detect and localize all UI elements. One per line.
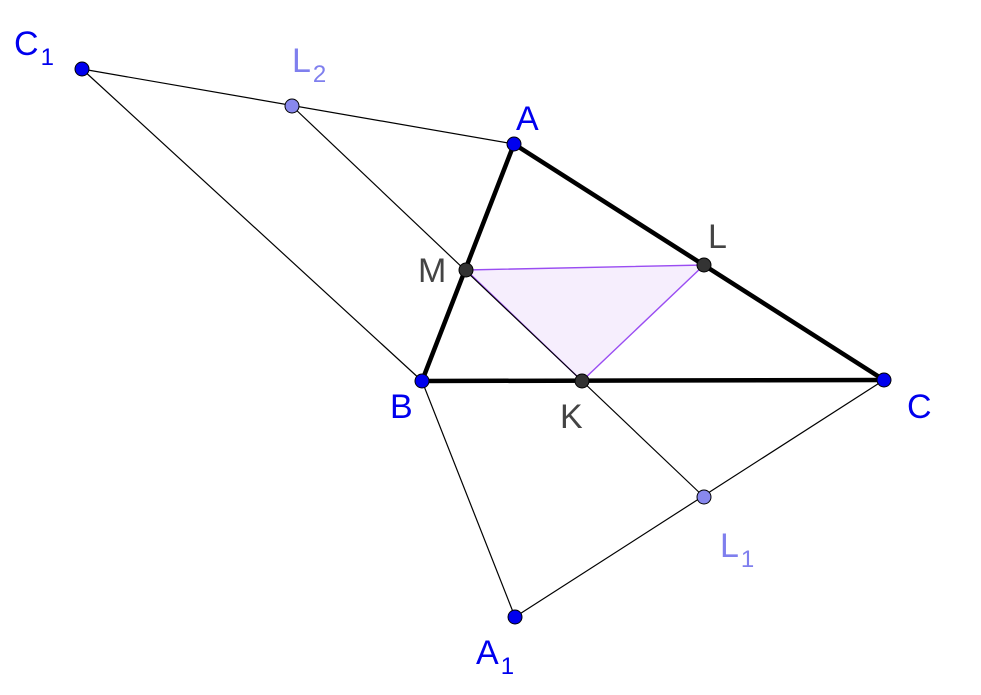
label-l2: L2 bbox=[292, 42, 326, 88]
label-b: B bbox=[390, 388, 413, 426]
label-l1: L1 bbox=[720, 527, 754, 573]
point-b bbox=[414, 373, 430, 389]
label-a1: A1 bbox=[476, 634, 514, 680]
label-k: K bbox=[560, 398, 583, 436]
label-l: L bbox=[708, 218, 727, 256]
point-c1 bbox=[74, 61, 90, 77]
segment-b-a1 bbox=[421, 380, 516, 618]
label-c: C bbox=[907, 388, 932, 426]
point-k bbox=[574, 373, 590, 389]
label-m: M bbox=[418, 252, 446, 290]
point-l bbox=[696, 257, 712, 273]
point-a1 bbox=[507, 609, 523, 625]
point-c bbox=[876, 372, 892, 388]
point-m bbox=[458, 262, 474, 278]
segment-k-l1 bbox=[581, 380, 705, 498]
segment-a-b bbox=[419, 141, 517, 384]
label-c1: C1 bbox=[14, 25, 54, 71]
triangle-mlk bbox=[464, 264, 706, 382]
segment-b-c bbox=[419, 377, 887, 384]
point-a bbox=[506, 136, 522, 152]
segment-c1-b bbox=[81, 68, 423, 382]
point-l1 bbox=[696, 489, 712, 505]
label-a: A bbox=[516, 100, 539, 138]
segment-l2-k bbox=[291, 105, 583, 382]
point-l2 bbox=[284, 98, 300, 114]
